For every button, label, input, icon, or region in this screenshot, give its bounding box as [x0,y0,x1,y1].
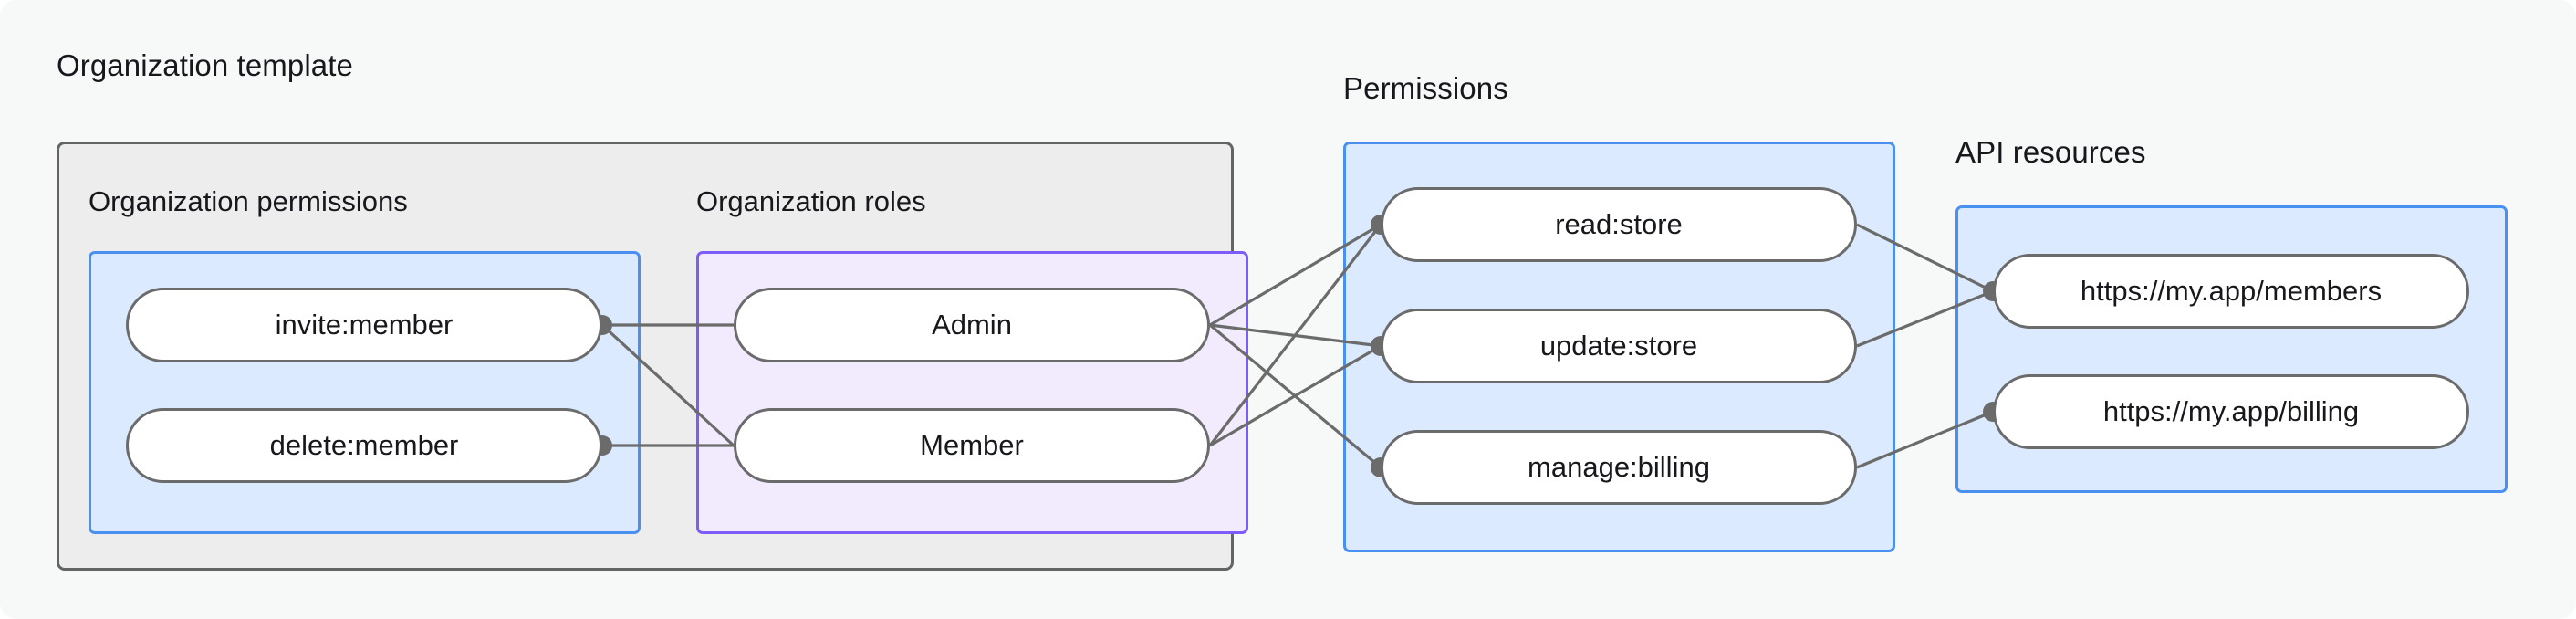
node-delete-member[interactable]: delete:member [126,408,602,483]
organization-template-label: Organization template [57,48,353,82]
node-invite-member[interactable]: invite:member [126,288,602,362]
permissions-label: Permissions [1343,71,1508,105]
api-resources-box [1955,205,2508,493]
node-member[interactable]: Member [734,408,1210,483]
organization-permissions-label: Organization permissions [89,185,408,217]
api-resources-label: API resources [1955,135,2146,169]
node-my-app-billing[interactable]: https://my.app/billing [1993,374,2469,449]
node-my-app-members[interactable]: https://my.app/members [1993,254,2469,329]
node-admin[interactable]: Admin [734,288,1210,362]
node-update-store[interactable]: update:store [1381,309,1857,383]
node-manage-billing[interactable]: manage:billing [1381,430,1857,505]
organization-roles-label: Organization roles [696,185,926,217]
node-read-store[interactable]: read:store [1381,187,1857,262]
